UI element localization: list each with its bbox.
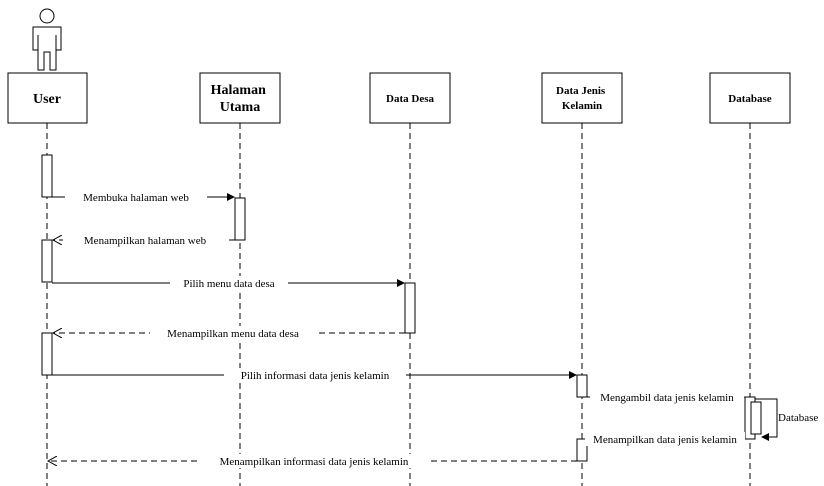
message-menampilkan-halaman-web: Menampilkan halaman web	[53, 233, 235, 247]
message-self-database: Database	[755, 398, 818, 441]
participant-label-halaman-utama: Halaman Utama	[211, 83, 270, 115]
message-label: Pilih informasi data jenis kelamin	[241, 370, 390, 382]
message-label: Database	[778, 412, 818, 424]
lifeline-data-jenis-kelamin: Data Jenis Kelamin	[541, 72, 623, 486]
message-label: Pilih menu data desa	[183, 278, 274, 290]
message-label: Membuka halaman web	[83, 192, 189, 204]
participant-label-database: Database	[728, 93, 772, 105]
activation-desa-1	[404, 282, 416, 334]
message-label: Mengambil data jenis kelamin	[600, 392, 734, 404]
participant-label-data-jenis-kelamin: Data Jenis Kelamin	[556, 85, 608, 112]
message-label: Menampilkan data jenis kelamin	[593, 434, 737, 446]
message-menampilkan-informasi-data-jenis-kelamin: Menampilkan informasi data jenis kelamin	[48, 454, 577, 468]
lifeline-data-desa: Data Desa	[369, 72, 451, 486]
message-pilih-menu-data-desa: Pilih menu data desa	[52, 276, 405, 290]
activation-database-2	[750, 401, 762, 435]
message-label: Menampilkan halaman web	[84, 235, 207, 247]
activation-halaman-1	[234, 197, 246, 241]
message-menampilkan-data-jenis-kelamin: Menampilkan data jenis kelamin	[585, 432, 745, 446]
participant-label-data-desa: Data Desa	[386, 93, 434, 105]
message-label: Menampilkan informasi data jenis kelamin	[220, 456, 409, 468]
lifeline-database: Database	[709, 72, 791, 486]
activation-jenis-2	[576, 438, 588, 462]
activation-user-3	[41, 332, 53, 376]
participant-label-user: User	[33, 92, 61, 107]
message-membuka-halaman-web: Membuka halaman web	[52, 190, 235, 204]
message-mengambil-data-jenis-kelamin: Mengambil data jenis kelamin	[587, 390, 745, 404]
activation-user-2	[41, 239, 53, 283]
activation-jenis-1	[576, 374, 588, 398]
activation-user-1	[41, 154, 53, 198]
user-actor-icon	[32, 8, 62, 71]
message-menampilkan-menu-data-desa: Menampilkan menu data desa	[53, 326, 405, 340]
message-pilih-informasi-data-jenis-kelamin: Pilih informasi data jenis kelamin	[52, 368, 577, 382]
message-label: Menampilkan menu data desa	[167, 328, 299, 340]
lifeline-halaman-utama: Halaman Utama	[199, 72, 281, 486]
